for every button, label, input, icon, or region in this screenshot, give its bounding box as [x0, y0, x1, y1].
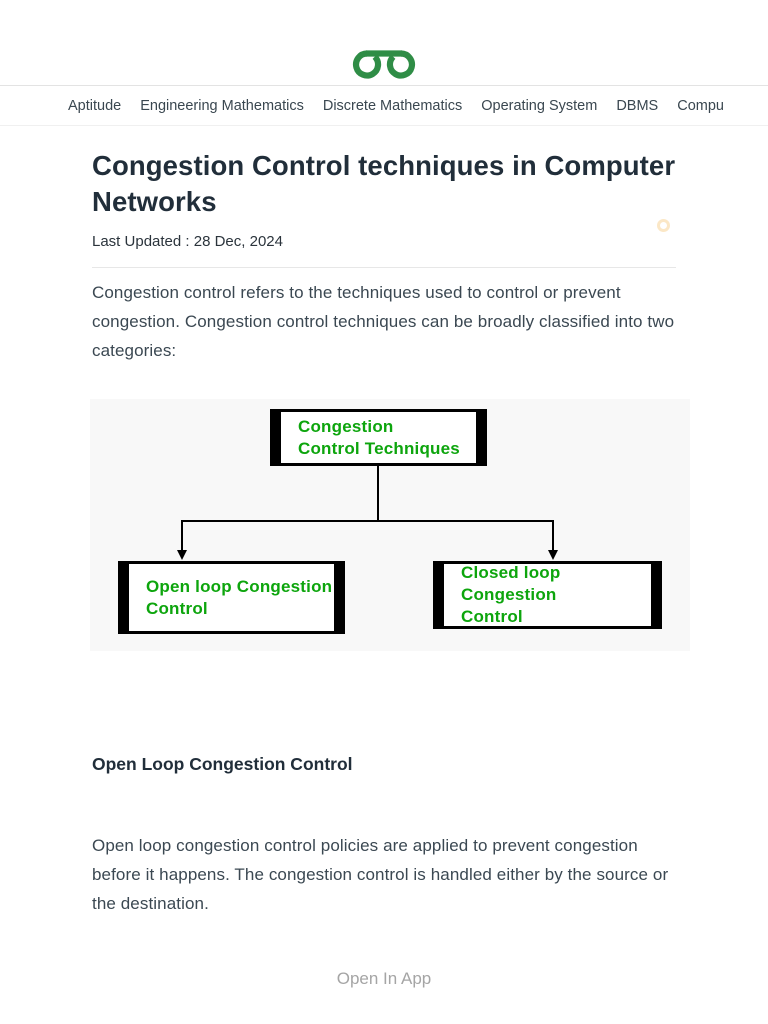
open-in-app-button[interactable]: Open In App — [336, 969, 432, 988]
header — [0, 0, 768, 85]
top-navigation: Aptitude Engineering Mathematics Discret… — [0, 85, 768, 126]
last-updated-text: Last Updated : 28 Dec, 2024 — [92, 233, 283, 250]
diagram-node-label: Control — [461, 607, 523, 626]
arrowhead-left-icon — [177, 550, 187, 560]
diagram-node-label: Control — [146, 598, 208, 618]
geeksforgeeks-logo[interactable] — [352, 44, 416, 84]
last-updated: Last Updated : 28 Dec, 2024 — [92, 219, 676, 250]
divider — [92, 267, 676, 268]
loading-spinner-icon — [657, 219, 670, 232]
connector-right-vertical — [552, 520, 554, 551]
gfg-logo-icon — [352, 50, 416, 83]
intro-paragraph: Congestion control refers to the techniq… — [92, 283, 675, 360]
diagram-node-congestion-control-techniques: Congestion Control Techniques — [270, 409, 487, 466]
nav-item-discrete-mathematics[interactable]: Discrete Mathematics — [322, 97, 463, 114]
connector-left-vertical — [181, 520, 183, 551]
open-loop-paragraph: Open loop congestion control policies ar… — [92, 836, 669, 913]
connector-root-vertical — [377, 466, 379, 522]
diagram-node-label: Open loop Congestion — [146, 576, 333, 596]
nav-item-aptitude[interactable]: Aptitude — [68, 97, 122, 114]
nav-item-operating-system[interactable]: Operating System — [481, 97, 598, 114]
diagram-node-label: Control Techniques — [298, 438, 460, 458]
congestion-control-diagram: Congestion Control Techniques Open loop … — [90, 399, 690, 651]
diagram-node-label: Congestion — [298, 416, 394, 436]
diagram-node-label: Closed loop Congestion — [461, 563, 561, 604]
diagram-node-open-loop: Open loop Congestion Control — [118, 561, 345, 634]
page-title: Congestion Control techniques in Compute… — [92, 150, 676, 217]
section-heading-open-loop: Open Loop Congestion Control — [92, 754, 353, 774]
diagram-node-closed-loop: Closed loop Congestion Control — [433, 561, 662, 629]
nav-item-dbms[interactable]: DBMS — [616, 97, 659, 114]
nav-item-computer-networks[interactable]: Compu — [677, 97, 724, 114]
nav-item-engineering-mathematics[interactable]: Engineering Mathematics — [140, 97, 304, 114]
article-content: Congestion Control techniques in Compute… — [0, 148, 768, 989]
footer: Open In App — [92, 969, 676, 989]
arrowhead-right-icon — [548, 550, 558, 560]
connector-horizontal — [181, 520, 554, 522]
